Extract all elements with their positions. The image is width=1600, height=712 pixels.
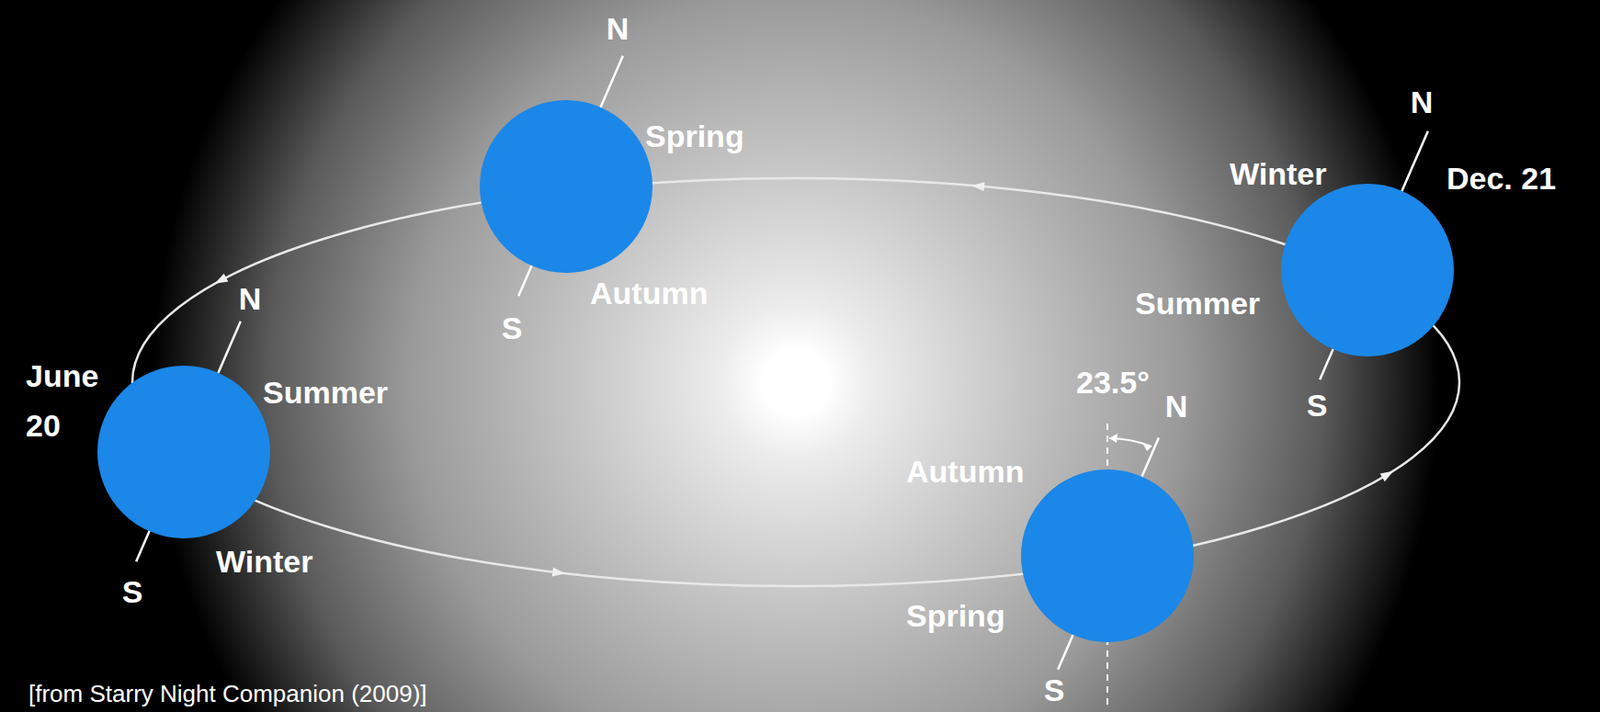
orbit-arrowhead (552, 567, 566, 578)
diagram-label: Summer (262, 372, 388, 413)
earths (97, 56, 1454, 670)
diagram-label: Winter (215, 541, 313, 582)
source-caption: [from Starry Night Companion (2009)] (28, 680, 428, 709)
orbit-arrowhead (1380, 471, 1395, 483)
axis-south (1319, 346, 1335, 381)
diagram-label: N (1410, 81, 1434, 123)
orbit-arrowhead (971, 181, 985, 192)
diagram-label: Winter (1229, 153, 1327, 194)
diagram-label: Autumn (906, 451, 1024, 492)
axis-north (216, 321, 241, 377)
diagram-label: S (501, 307, 523, 349)
diagram-label: N (238, 278, 262, 319)
sun-glow (152, 0, 1440, 712)
axis-south (518, 262, 534, 297)
tilt-arrowhead (1109, 433, 1118, 443)
diagram-label: S (1043, 669, 1066, 711)
axis-north (599, 56, 624, 112)
tilt-angle: 23.5° (1076, 362, 1150, 403)
diagram-label: N (606, 8, 630, 49)
axis-south (136, 528, 151, 563)
earth-globe (97, 365, 271, 539)
earth-globe (479, 100, 653, 273)
axis-north (1140, 438, 1159, 481)
orbit-arrowhead (215, 273, 229, 284)
tilt-arrowhead (1142, 442, 1152, 452)
earth-globe (1021, 469, 1194, 643)
diagram-label: June 20 (25, 351, 99, 452)
earth (479, 56, 653, 296)
diagram-label: Summer (1134, 283, 1260, 324)
diagram-label: Autumn (590, 272, 708, 314)
orbit (132, 178, 1460, 587)
earth (97, 321, 271, 562)
diagram-label: Spring (645, 115, 745, 157)
diagram-label: N (1165, 385, 1189, 427)
earth (1021, 438, 1194, 670)
earth-globe (1281, 183, 1454, 357)
diagram-label: S (122, 571, 144, 613)
diagram-label: Dec. 21 (1446, 158, 1556, 199)
diagram-label: Spring (906, 595, 1006, 636)
axis-south (1057, 632, 1075, 670)
axis-north (1400, 131, 1429, 195)
orbit-arrows (215, 181, 1394, 577)
diagram-label: S (1306, 385, 1328, 426)
sun (755, 341, 837, 423)
